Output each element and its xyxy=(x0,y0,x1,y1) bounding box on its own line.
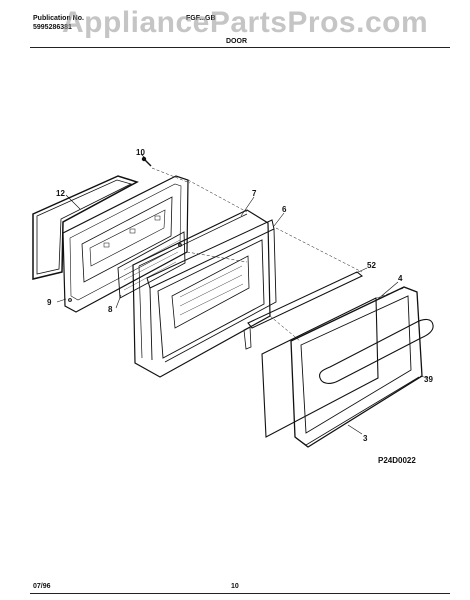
callout-39: 39 xyxy=(424,375,433,384)
callout-3: 3 xyxy=(363,434,368,443)
callout-52: 52 xyxy=(367,261,376,270)
callout-6: 6 xyxy=(282,205,287,214)
outer-glass xyxy=(261,297,379,438)
model-number: FGF...GB xyxy=(186,15,216,22)
door-gasket xyxy=(32,175,139,280)
door-handle xyxy=(319,318,434,384)
door-liner xyxy=(132,209,271,378)
diagram-code: P24D0022 xyxy=(378,456,416,465)
publication-label: Publication No. xyxy=(33,15,84,22)
header-rule xyxy=(30,47,450,48)
callout-4: 4 xyxy=(398,274,403,283)
screw xyxy=(141,156,152,167)
section-title: DOOR xyxy=(226,38,247,45)
callout-8: 8 xyxy=(108,305,113,314)
footer-date: 07/96 xyxy=(33,583,51,590)
callout-12: 12 xyxy=(56,189,65,198)
callout-10: 10 xyxy=(136,148,145,157)
callout-9: 9 xyxy=(47,298,52,307)
callout-7: 7 xyxy=(252,189,257,198)
inner-door-panel xyxy=(62,175,189,313)
footer-page-number: 10 xyxy=(231,583,239,590)
door-frame xyxy=(146,219,277,363)
outer-door-frame xyxy=(290,286,423,448)
publication-number: 5995286381 xyxy=(33,24,72,31)
trim-strip xyxy=(243,271,364,350)
footer-rule xyxy=(30,593,450,594)
watermark: AppliancePartsPros.com xyxy=(62,6,429,39)
